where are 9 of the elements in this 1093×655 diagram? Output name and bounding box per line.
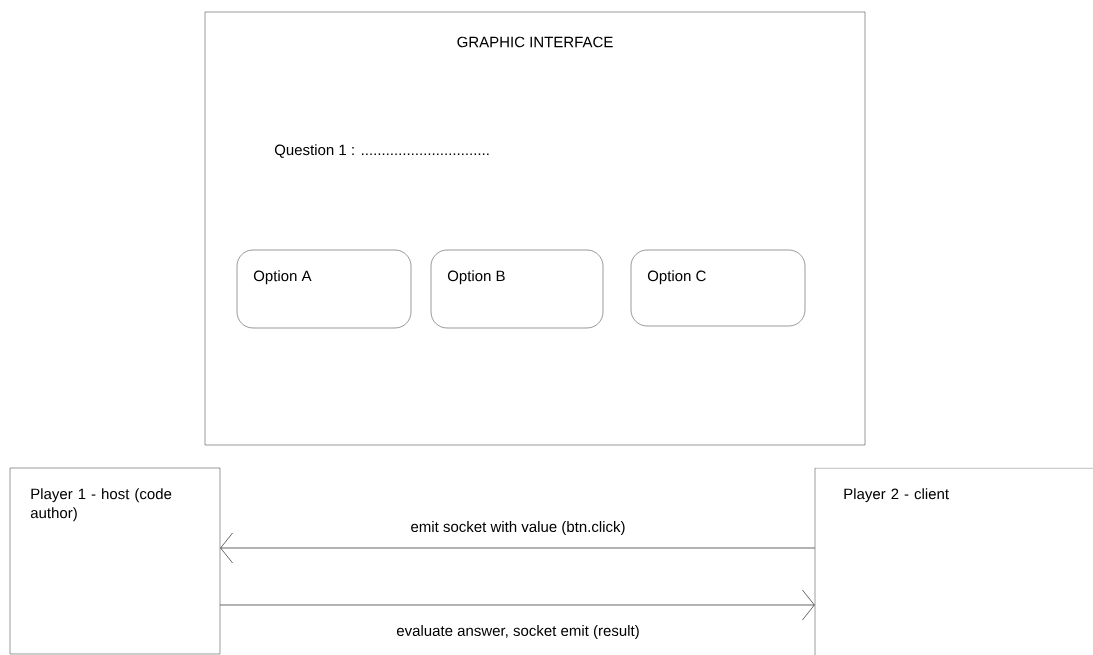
arrow (219, 589, 815, 621)
edge-label: evaluate answer, socket emit (result) (394, 623, 642, 641)
player-box: Player 2 - client (814, 467, 1093, 655)
option-button: Option A (236, 249, 412, 329)
option-button: Option C (630, 249, 806, 327)
option-button: Option B (430, 249, 604, 329)
player-box: Player 1 - host (code author) (9, 467, 221, 655)
arrow (220, 532, 816, 564)
edge-label: emit socket with value (btn.click) (408, 519, 628, 537)
